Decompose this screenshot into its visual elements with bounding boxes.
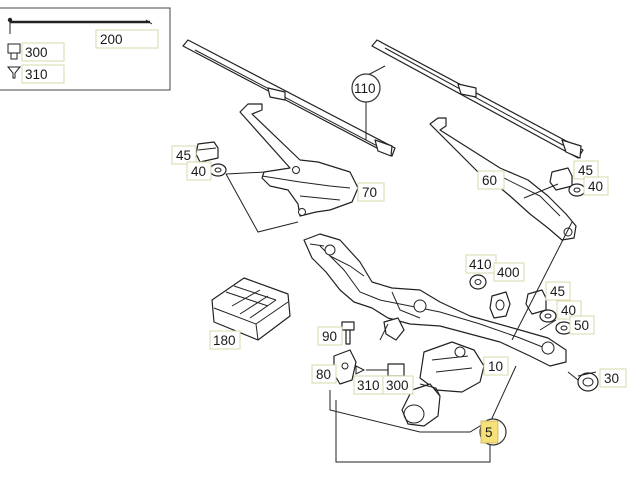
wiper-motor[interactable] xyxy=(401,341,485,427)
control-module-180[interactable] xyxy=(211,277,291,341)
legend-label-line: 200 xyxy=(100,32,123,47)
callout-180[interactable]: 180 xyxy=(209,330,241,350)
callout-110-label: 110 xyxy=(354,81,376,96)
callout-45-right-lower-label: 45 xyxy=(550,284,565,299)
callout-300[interactable]: 300 xyxy=(382,375,414,395)
callout-45-right-lower[interactable]: 45 xyxy=(545,281,571,301)
callout-10[interactable]: 10 xyxy=(483,356,509,376)
callout-40-right-upper-label: 40 xyxy=(588,179,603,194)
callout-45-right-upper[interactable]: 45 xyxy=(573,160,599,180)
wiper-blade-right[interactable] xyxy=(371,39,584,159)
callout-70[interactable]: 70 xyxy=(357,182,385,202)
wiper-arm-left[interactable] xyxy=(239,103,359,217)
legend-item-line[interactable]: 200 xyxy=(7,17,159,49)
wiper-blade-left[interactable] xyxy=(182,39,396,157)
leader-arm-left xyxy=(225,171,299,233)
grommet-400[interactable] xyxy=(489,291,511,319)
callout-80[interactable]: 80 xyxy=(311,364,337,384)
callout-90[interactable]: 90 xyxy=(317,326,343,346)
callout-180-label: 180 xyxy=(213,333,236,348)
callout-400-label: 400 xyxy=(497,265,520,280)
callout-45-left[interactable]: 45 xyxy=(171,145,197,165)
legend-label-seal: 310 xyxy=(25,67,48,82)
callout-45-left-label: 45 xyxy=(176,148,191,163)
cap-45-right-upper[interactable] xyxy=(549,167,573,191)
connector-icon xyxy=(7,43,21,60)
leader-arm-right xyxy=(523,183,559,199)
legend-item-seal[interactable]: 310 xyxy=(6,64,65,84)
callout-45-right-upper-label: 45 xyxy=(578,163,593,178)
wiper-linkage-frame[interactable] xyxy=(303,233,567,367)
callout-310[interactable]: 310 xyxy=(353,375,385,395)
cap-45-left[interactable] xyxy=(195,141,219,163)
callout-80-label: 80 xyxy=(316,367,331,382)
callout-5[interactable]: 5 xyxy=(479,418,507,446)
motor-connector[interactable] xyxy=(355,363,405,377)
nut-410[interactable] xyxy=(469,274,487,290)
nut-40-left[interactable] xyxy=(209,163,227,177)
leader-callout-5 xyxy=(335,400,491,463)
callout-50[interactable]: 50 xyxy=(569,315,595,335)
callout-60-label: 60 xyxy=(482,173,497,188)
nut-40-right-upper[interactable] xyxy=(568,183,586,197)
callout-300-label: 300 xyxy=(386,378,409,393)
bushing-30[interactable] xyxy=(577,371,599,392)
callout-40-right-upper[interactable]: 40 xyxy=(583,176,609,196)
callout-400[interactable]: 400 xyxy=(493,262,525,282)
callout-60[interactable]: 60 xyxy=(477,170,505,190)
mounting-bracket-80[interactable] xyxy=(333,349,357,385)
legend-box: 200 300 310 xyxy=(0,7,171,91)
callout-30-label: 30 xyxy=(604,371,619,386)
callout-30[interactable]: 30 xyxy=(599,368,627,388)
legend-item-connector[interactable]: 300 xyxy=(7,42,65,62)
callout-40-left[interactable]: 40 xyxy=(186,161,212,181)
callout-40-right-lower-label: 40 xyxy=(561,303,576,318)
callout-410[interactable]: 410 xyxy=(465,254,497,274)
callout-90-label: 90 xyxy=(322,329,337,344)
callout-5-label: 5 xyxy=(485,425,493,440)
legend-label-connector: 300 xyxy=(25,45,48,60)
leader-frame-right xyxy=(511,221,573,341)
bolt-90[interactable] xyxy=(341,321,355,345)
seal-icon xyxy=(6,66,22,79)
callout-410-label: 410 xyxy=(469,257,492,272)
callout-40-right-lower[interactable]: 40 xyxy=(556,300,582,320)
callout-310-label: 310 xyxy=(357,378,380,393)
callout-70-label: 70 xyxy=(362,185,377,200)
callout-10-label: 10 xyxy=(488,359,503,374)
callout-110[interactable]: 110 xyxy=(351,73,381,103)
nut-40-right-lower[interactable] xyxy=(539,309,557,323)
callout-50-label: 50 xyxy=(574,318,589,333)
callout-40-left-label: 40 xyxy=(191,164,206,179)
